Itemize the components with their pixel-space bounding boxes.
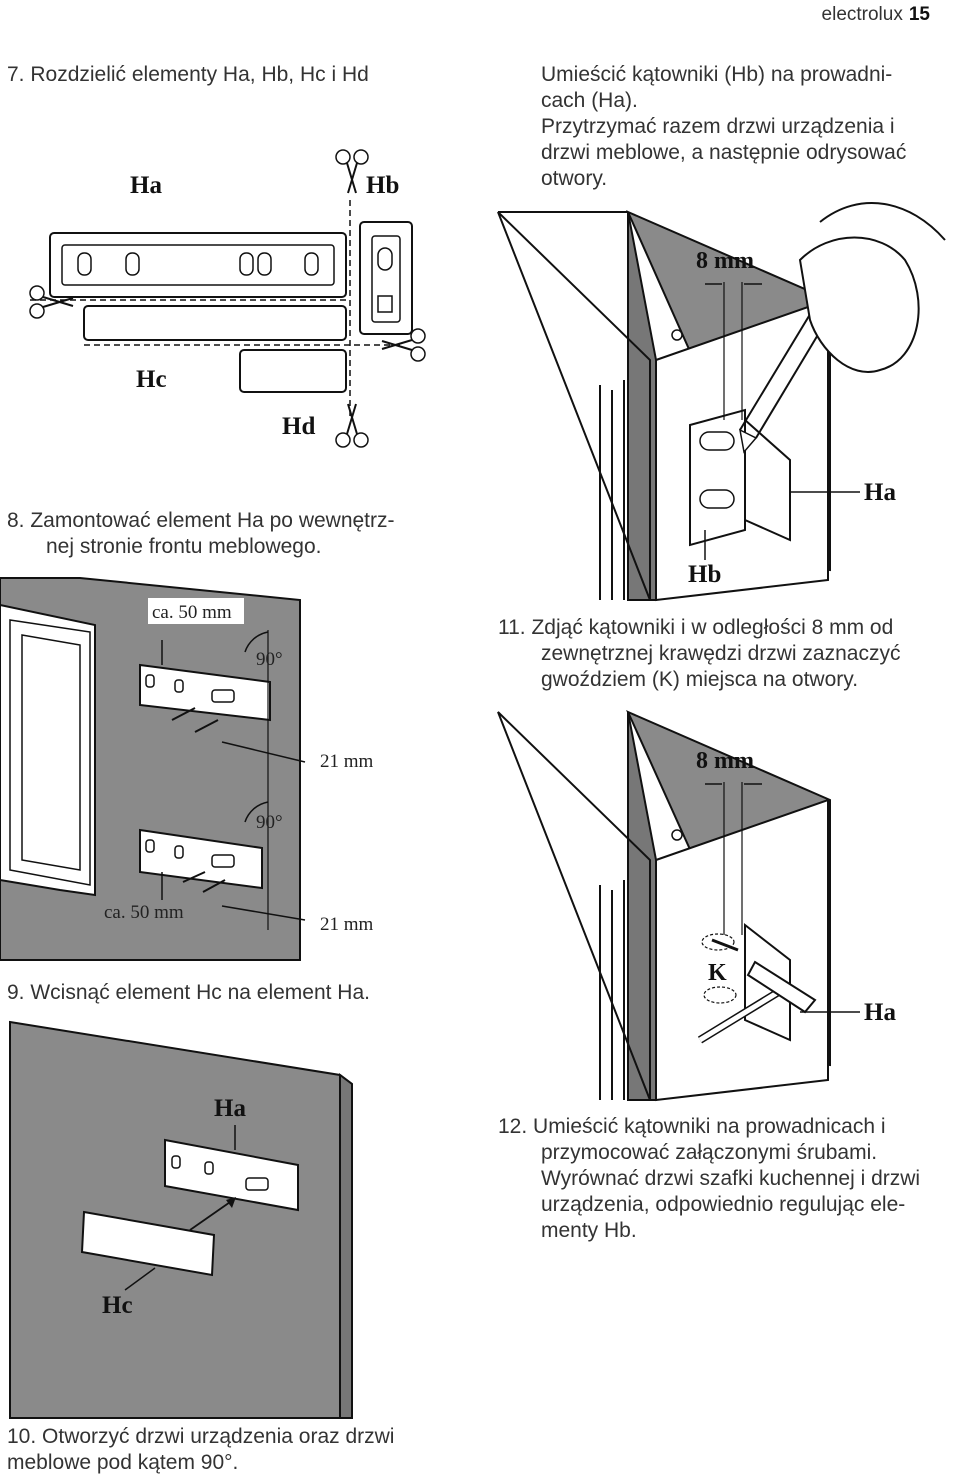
step-11-line: zewnętrznej krawędzi drzwi zaznaczyć: [541, 642, 901, 665]
figure-8-mount-ha: ca. 50 mm 90° 21 mm 90° ca. 50 mm 21 mm: [0, 577, 374, 961]
label-hc: Hc: [102, 1292, 133, 1319]
right-intro-line: cach (Ha).: [541, 89, 638, 112]
right-intro-line: drzwi meblowe, a następnie odrysować: [541, 141, 907, 164]
right-intro-line: Umieścić kątowniki (Hb) na prowadni-: [541, 63, 893, 86]
step-11-line: gwoździem (K) miejsca na otwory.: [541, 668, 859, 691]
step-12-line: menty Hb.: [541, 1219, 637, 1242]
figure-11-mark-with-nail: 8 mm K Ha: [497, 710, 896, 1102]
step-11-line: 11. Zdjąć kątowniki i w odległości 8 mm …: [498, 616, 894, 639]
figure-7-parts: Ha Hb Hc Hd: [29, 149, 426, 448]
step-12-text: 12. Umieścić kątowniki na prowadnicach i…: [498, 1114, 920, 1244]
brand-name: electrolux: [821, 4, 903, 25]
label-ha: Ha: [864, 999, 896, 1026]
label-ha: Ha: [864, 479, 896, 506]
label-ha: Ha: [214, 1095, 246, 1122]
step-12-line: przymocować załączonymi śrubami.: [541, 1141, 878, 1164]
page-number: 15: [908, 4, 930, 25]
step-11-text: 11. Zdjąć kątowniki i w odległości 8 mm …: [498, 615, 900, 693]
figure-9-press-hc: Ha Hc: [9, 1020, 353, 1419]
step-8-text: 8. Zamontować element Ha po wewnętrz- ne…: [7, 508, 395, 560]
label-ca-50-top: ca. 50 mm: [152, 602, 232, 623]
label-hb: Hb: [366, 172, 399, 199]
step-10-line: 10. Otworzyć drzwi urządzenia oraz drzwi: [7, 1425, 395, 1448]
step-7-text: 7. Rozdzielić elementy Ha, Hb, Hc i Hd: [7, 63, 369, 86]
scissors-icon: [29, 285, 74, 319]
part-hd: [239, 349, 347, 393]
label-hc: Hc: [136, 366, 167, 393]
scissors-icon: [381, 328, 426, 362]
part-hc: [83, 305, 347, 341]
label-ha: Ha: [130, 172, 162, 199]
step-8-line: 8. Zamontować element Ha po wewnętrz-: [7, 509, 395, 532]
label-k: K: [708, 960, 727, 986]
step-12-line: urządzenia, odpowiednio regulując ele-: [541, 1193, 906, 1216]
right-intro-line: Przytrzymać razem drzwi urządzenia i: [541, 115, 895, 138]
step-9-text: 9. Wcisnąć element Hc na element Ha.: [7, 981, 370, 1004]
right-intro-text: Umieścić kątowniki (Hb) na prowadni- cac…: [541, 62, 906, 192]
right-intro-line: otwory.: [541, 167, 608, 190]
label-21mm-top: 21 mm: [320, 751, 374, 772]
scissors-icon: [335, 403, 369, 448]
label-hb: Hb: [688, 561, 721, 588]
step-12-line: 12. Umieścić kątowniki na prowadnicach i: [498, 1115, 886, 1138]
step-8-line: nej stronie frontu meblowego.: [46, 535, 322, 558]
label-ca-50-bottom: ca. 50 mm: [104, 902, 184, 923]
part-ha: [49, 232, 347, 298]
hand-icon: [798, 236, 920, 373]
figure-10-mark-holes: 8 mm Ha Hb: [497, 202, 946, 602]
step-10-line: meblowe pod kątem 90°.: [7, 1451, 239, 1474]
label-hd: Hd: [282, 413, 315, 440]
label-angle-top: 90°: [256, 649, 283, 670]
label-8mm: 8 mm: [696, 248, 754, 274]
step-12-line: Wyrównać drzwi szafki kuchennej i drzwi: [541, 1167, 921, 1190]
label-8mm: 8 mm: [696, 748, 754, 774]
step-10-text: 10. Otworzyć drzwi urządzenia oraz drzwi…: [7, 1424, 394, 1476]
label-angle-bottom: 90°: [256, 812, 283, 833]
label-21mm-bottom: 21 mm: [320, 914, 374, 935]
scissors-icon: [335, 149, 369, 194]
part-hb: [359, 221, 413, 335]
